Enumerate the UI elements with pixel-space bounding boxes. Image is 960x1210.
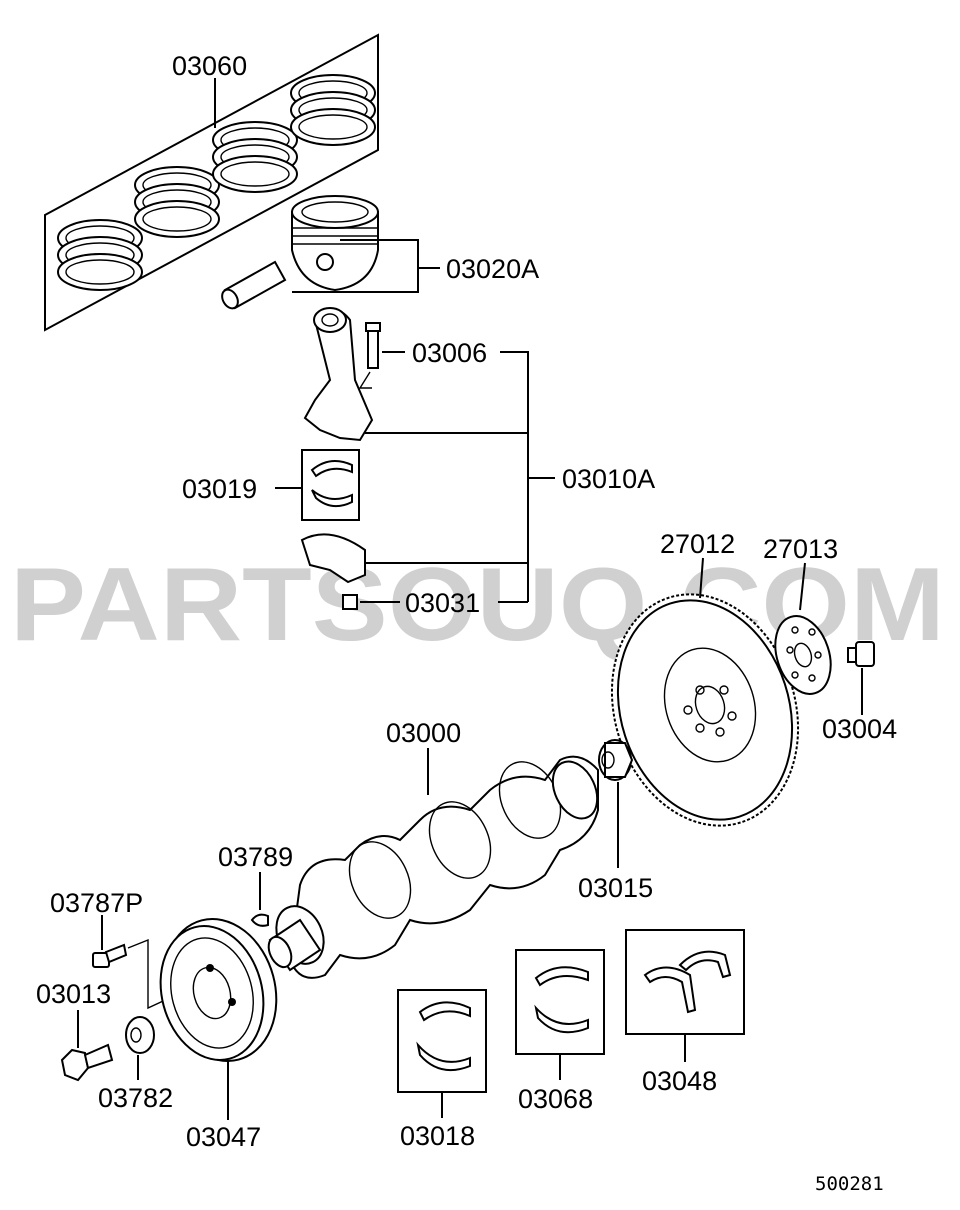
ring-stack-3	[212, 121, 298, 193]
pulley-center-bolt-group[interactable]: 03013	[36, 979, 114, 1082]
label-crankshaft: 03000	[386, 718, 461, 748]
connecting-rod-group[interactable]: 03006 03010A	[303, 307, 655, 602]
label-crank-pulley: 03047	[186, 1122, 261, 1152]
piston-ring-set-group[interactable]: 03060	[44, 33, 379, 332]
main-bearing-1-group[interactable]: 03018	[397, 989, 487, 1151]
flywheel-bolt-group[interactable]: 03004	[822, 641, 897, 744]
rod-nut-shape	[342, 594, 358, 610]
piston-pin	[221, 260, 287, 310]
ring-set-frame	[44, 33, 379, 332]
label-crank-bushing: 03015	[578, 873, 653, 903]
flywheel-plate-group[interactable]: 27013	[763, 534, 840, 701]
ring-stack-2	[134, 166, 220, 238]
label-rod-bearing: 03019	[182, 474, 257, 504]
label-flywheel-bolt: 03004	[822, 714, 897, 744]
ring-stack-4	[290, 74, 376, 146]
ring-stack-1	[57, 219, 143, 291]
label-woodruff-key: 03789	[218, 842, 293, 872]
label-flywheel-plate: 27013	[763, 534, 838, 564]
label-rod-bolt: 03006	[412, 338, 487, 368]
label-piston-ring-set: 03060	[172, 51, 247, 81]
label-piston-assy: 03020A	[446, 254, 539, 284]
main-bearing-2-group[interactable]: 03068	[515, 949, 605, 1114]
label-connecting-rod-assy: 03010A	[562, 464, 655, 494]
flywheel-group[interactable]: 27012	[583, 529, 827, 850]
label-main-bearing-1: 03018	[400, 1121, 475, 1151]
pulley-bolt-group[interactable]: 03787P	[50, 888, 231, 1010]
label-pulley-washer: 03782	[98, 1083, 173, 1113]
crank-bushing-group[interactable]: 03015	[578, 739, 653, 903]
rod-bearing-group[interactable]: 03019	[182, 449, 360, 521]
crank-pulley-group[interactable]: 03047	[146, 906, 292, 1152]
diagram-code: 500281	[815, 1173, 884, 1195]
label-main-bearing-2: 03068	[518, 1084, 593, 1114]
woodruff-key-group[interactable]: 03789	[218, 842, 293, 927]
label-flywheel: 27012	[660, 529, 735, 559]
label-rod-nut: 03031	[405, 588, 480, 618]
thrust-washer-group[interactable]: 03048	[625, 929, 745, 1096]
label-thrust-washer: 03048	[642, 1066, 717, 1096]
piston-assy-group[interactable]: 03020A	[219, 195, 539, 311]
label-pulley-bolt: 03787P	[50, 888, 143, 918]
rod-bolt-shape	[367, 329, 379, 369]
crankshaft-group[interactable]: 03000	[264, 718, 606, 979]
rod-cap-group[interactable]: 03031	[300, 533, 528, 618]
pulley-washer-group[interactable]: 03782	[98, 1016, 173, 1113]
label-pulley-center-bolt: 03013	[36, 979, 111, 1009]
